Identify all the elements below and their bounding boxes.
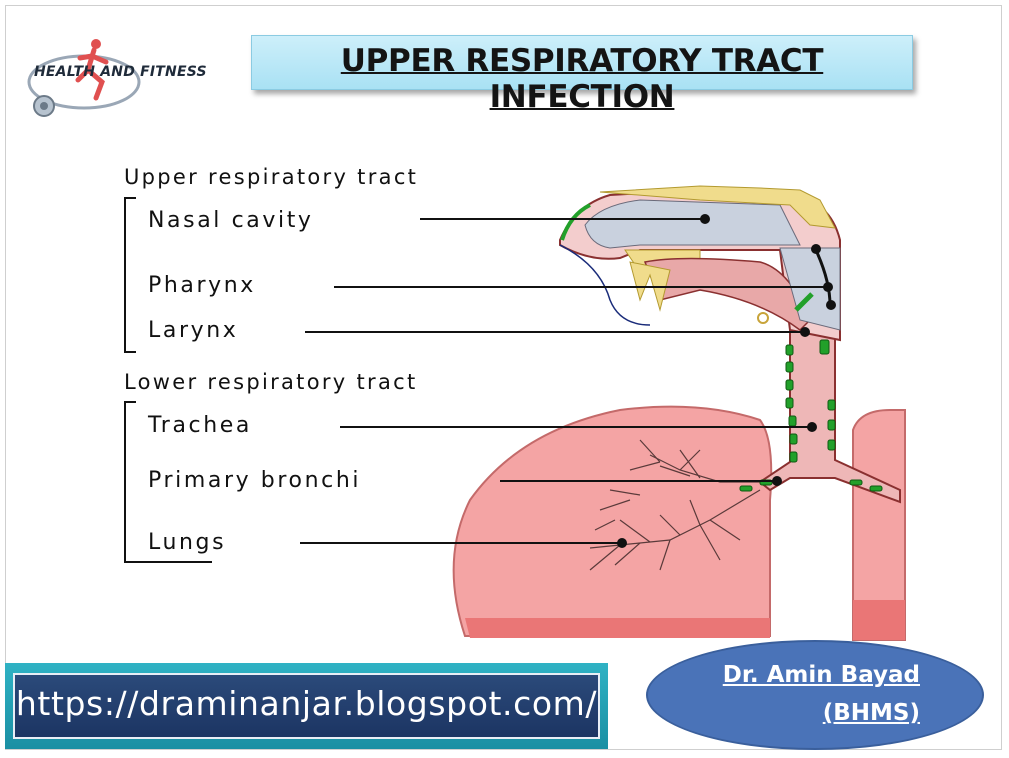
teeth (629, 261, 671, 312)
epiglottis (794, 292, 814, 312)
left-lung-shade (465, 618, 770, 638)
lower-bracket (124, 401, 212, 563)
label-trachea: Trachea (147, 413, 252, 438)
url-inner-box[interactable]: https://draminanjar.blogspot.com/ (13, 673, 600, 739)
face-profile (559, 244, 651, 326)
author-badge: Dr. Amin Bayad (BHMS) (646, 640, 984, 750)
upper-tract-heading: Upper respiratory tract (124, 165, 418, 189)
label-pharynx: Pharynx (148, 273, 256, 298)
label-larynx: Larynx (148, 318, 238, 343)
slide-title: UPPER RESPIRATORY TRACT INFECTION (340, 43, 824, 115)
hyoid-bone (757, 312, 769, 324)
label-nasal-cavity: Nasal cavity (148, 208, 314, 233)
cartilage-rings (739, 339, 883, 492)
skull-bone (599, 185, 836, 229)
upper-bracket (124, 197, 136, 353)
slide-frame (5, 5, 1002, 750)
title-banner: UPPER RESPIRATORY TRACT INFECTION (251, 35, 913, 115)
author-name: Dr. Amin Bayad (722, 662, 920, 688)
url-banner: https://draminanjar.blogspot.com/ (5, 663, 608, 749)
nasal-cavity (584, 199, 801, 249)
health-fitness-logo (22, 36, 197, 124)
label-lungs: Lungs (148, 530, 226, 555)
lower-tract-heading: Lower respiratory tract (124, 370, 418, 394)
right-lung-shade (853, 600, 905, 640)
logo-text: HEALTH AND FITNESS (34, 64, 207, 80)
right-lung (852, 409, 906, 641)
leader-lines (300, 218, 828, 544)
label-primary-bronchi: Primary bronchi (148, 468, 361, 493)
blog-url-link[interactable]: https://draminanjar.blogspot.com/ (15, 684, 598, 723)
author-degree: (BHMS) (822, 700, 920, 726)
pointer-dots (617, 214, 836, 548)
runner-stethoscope-icon (27, 39, 141, 117)
